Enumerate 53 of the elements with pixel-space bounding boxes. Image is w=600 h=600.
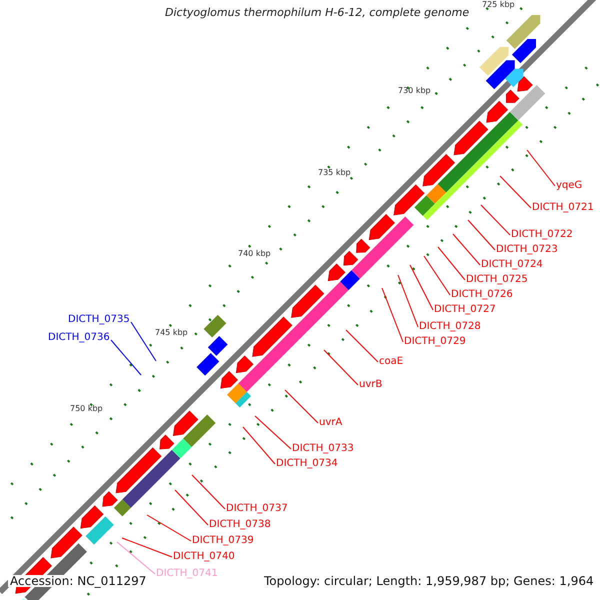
leader-line	[284, 390, 318, 424]
gene-label: uvrB	[359, 379, 382, 391]
gene-label: DICTH_0728	[419, 321, 481, 333]
gene-label: DICTH_0735	[68, 314, 130, 326]
position-label: 740 kbp	[238, 249, 271, 258]
leader-line	[174, 490, 208, 526]
leader-line	[116, 542, 156, 574]
leader-line	[438, 246, 466, 280]
gene-label: DICTH_0740	[173, 551, 235, 563]
leader-line	[468, 220, 496, 250]
gene-label: DICTH_0726	[451, 289, 513, 301]
gene-label: DICTH_0736	[48, 332, 110, 344]
gene-label: coaE	[379, 356, 404, 368]
gene-label: DICTH_0724	[481, 259, 543, 271]
gene-label: DICTH_0725	[466, 274, 528, 286]
position-label: 730 kbp	[398, 86, 431, 95]
leader-line	[526, 150, 556, 186]
gene-label: DICTH_0734	[276, 458, 338, 470]
gene-label: DICTH_0737	[226, 503, 288, 515]
leader-line	[110, 340, 142, 376]
leader-line	[254, 416, 292, 450]
leader-line	[130, 322, 156, 362]
leader-line	[242, 426, 276, 464]
position-label: 735 kbp	[318, 168, 351, 177]
gene-label: uvrA	[319, 417, 342, 429]
leader-line	[382, 288, 404, 342]
map-title: Dictyoglomus thermophilum H-6-12, complete genome	[165, 7, 470, 19]
leader-line	[346, 330, 378, 362]
position-label: 745 kbp	[155, 328, 188, 337]
footer-note: Topology: circular; Length: 1,959,987 bp; Genes: 1,964	[262, 575, 596, 587]
leader-line	[398, 274, 418, 328]
leader-line	[452, 234, 480, 266]
gene-label: DICTH_0729	[404, 336, 466, 348]
gene-label: yqeG	[556, 180, 582, 192]
leader-line	[480, 204, 510, 236]
leader-line	[424, 256, 450, 296]
footer-note: Accession: NC_011297	[8, 575, 148, 587]
leader-line	[192, 474, 226, 510]
leader-line	[410, 264, 434, 310]
gene-label: DICTH_0727	[434, 304, 496, 316]
gene-label: DICTH_0739	[192, 535, 254, 547]
gene-label: DICTH_0738	[209, 519, 271, 531]
leader-line	[500, 176, 532, 208]
gene-label: DICTH_0733	[292, 443, 354, 455]
gene-label: DICTH_0723	[496, 244, 558, 256]
leader-line	[122, 538, 172, 558]
leader-line	[324, 350, 358, 386]
gene-label: DICTH_0741	[156, 568, 218, 580]
position-label: 750 kbp	[70, 404, 103, 413]
gene-label: DICTH_0722	[511, 229, 573, 241]
leader-line	[146, 514, 192, 542]
position-label: 725 kbp	[482, 0, 515, 9]
gene-label: DICTH_0721	[532, 202, 594, 214]
